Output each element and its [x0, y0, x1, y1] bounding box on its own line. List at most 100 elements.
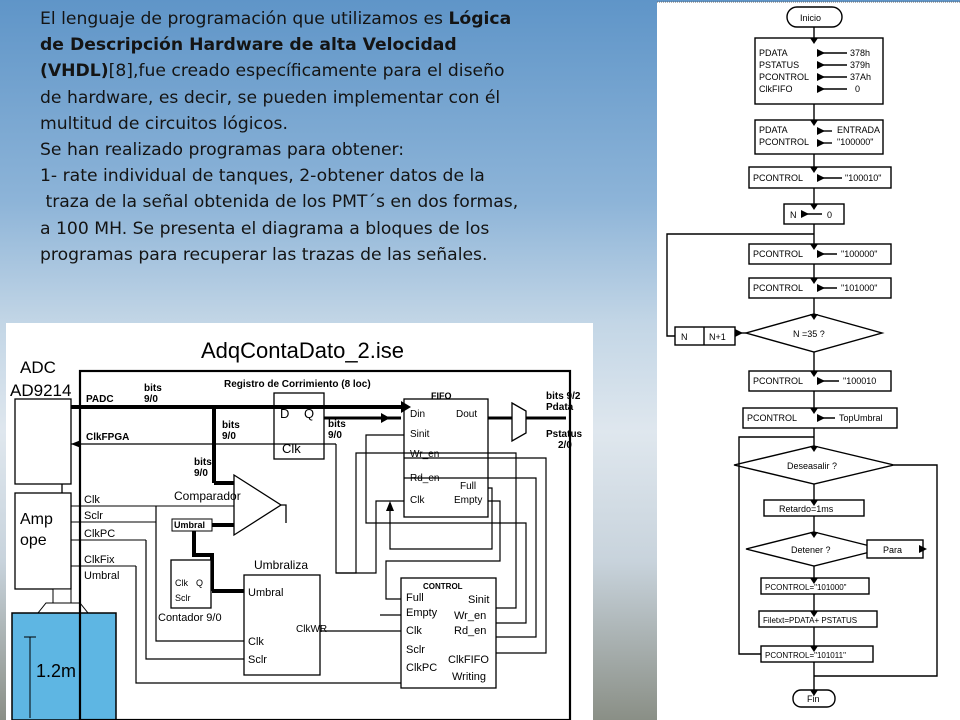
counter-block	[170, 559, 212, 609]
svg-text:Clk: Clk	[410, 495, 425, 506]
svg-text:N: N	[790, 210, 797, 220]
paragraph-line-6: Se han realizado programas para obtener:	[40, 140, 405, 161]
svg-text:Clk: Clk	[406, 625, 422, 637]
fpga-border	[78, 369, 572, 720]
svg-text:bits: bits	[222, 420, 240, 431]
svg-text:379h: 379h	[850, 60, 870, 70]
pcontrol-topumbral-block	[742, 407, 898, 429]
svg-text:9/0: 9/0	[222, 431, 236, 442]
svg-text:Rd_en: Rd_en	[454, 625, 486, 637]
paragraph-line-5: multitud de circuitos lógicos.	[40, 113, 288, 134]
svg-text:Clk: Clk	[282, 441, 301, 456]
registro-label: Registro de Corrimiento (8 loc)	[224, 379, 371, 390]
svg-text:Umbral: Umbral	[174, 520, 205, 530]
svg-text:TopUmbral: TopUmbral	[839, 413, 883, 423]
svg-text:PCONTROL: PCONTROL	[753, 283, 803, 293]
svg-text:PDATA: PDATA	[759, 48, 788, 58]
amp-label-2: ope	[20, 532, 47, 549]
umbraliza-label: Umbraliza	[254, 558, 308, 572]
svg-text:ClkFix: ClkFix	[84, 554, 115, 566]
amp-label: Amp	[20, 511, 53, 528]
pcontrol-100000-block	[748, 243, 892, 265]
padc-label: PADC	[86, 394, 114, 405]
svg-text:PCONTROL: PCONTROL	[753, 249, 803, 259]
svg-text:D: D	[280, 406, 289, 421]
svg-text:Sinit: Sinit	[410, 429, 430, 440]
svg-text:Umbral: Umbral	[84, 570, 119, 582]
svg-text:Empty: Empty	[406, 607, 438, 619]
svg-text:Umbral: Umbral	[248, 587, 283, 599]
svg-text:PCONTROL="101011": PCONTROL="101011"	[765, 651, 846, 660]
pcontrol-101000-block	[748, 277, 892, 299]
svg-text:ClkFIFO: ClkFIFO	[448, 654, 489, 666]
svg-text:"100000": "100000"	[841, 249, 877, 259]
svg-text:"100010": "100010"	[845, 173, 881, 183]
svg-text:PCONTROL="101000": PCONTROL="101000"	[765, 583, 847, 592]
svg-text:Clk: Clk	[248, 636, 264, 648]
description-text: El lenguaje de programación que utilizam…	[40, 6, 640, 268]
svg-text:"100010: "100010	[843, 376, 876, 386]
exit-condition-label: Deseasalir ?	[787, 461, 837, 471]
paragraph-line-9: a 100 MH. Se presenta el diagrama a bloq…	[40, 218, 490, 239]
svg-text:bits: bits	[194, 457, 212, 468]
svg-text:N: N	[681, 332, 688, 342]
svg-text:ClkFIFO: ClkFIFO	[759, 84, 793, 94]
d-flipflop	[273, 392, 325, 460]
svg-text:ENTRADA: ENTRADA	[837, 125, 880, 135]
comparador-label: Comparador	[174, 489, 241, 503]
svg-text:Dout: Dout	[456, 409, 477, 420]
svg-text:PCONTROL: PCONTROL	[759, 72, 809, 82]
svg-text:Wr_en: Wr_en	[454, 610, 486, 622]
svg-text:Sclr: Sclr	[175, 593, 191, 603]
end-label: Fin	[807, 694, 820, 704]
clkfpga-label: ClkFPGA	[86, 432, 129, 443]
svg-text:Writing: Writing	[452, 671, 486, 683]
adc-model-label: AD9214	[10, 381, 71, 400]
pcontrol-100010-block	[748, 166, 892, 189]
paragraph-line-3: (VHDL)[8],fue creado específicamente par…	[40, 61, 505, 82]
init-block	[754, 37, 884, 105]
svg-text:378h: 378h	[850, 48, 870, 58]
svg-text:Din: Din	[410, 409, 425, 420]
svg-text:0: 0	[855, 84, 860, 94]
svg-text:Wr_en: Wr_en	[410, 449, 439, 460]
paragraph-line-2: de Descripción Hardware de alta Velocida…	[40, 35, 457, 56]
svg-text:bits: bits	[144, 383, 162, 394]
svg-text:PCONTROL: PCONTROL	[753, 173, 803, 183]
entrada-block	[754, 119, 884, 155]
adc-label: ADC	[20, 358, 56, 377]
svg-text:0: 0	[827, 210, 832, 220]
svg-text:PSTATUS: PSTATUS	[759, 60, 799, 70]
svg-text:ClkWR: ClkWR	[296, 624, 327, 635]
schematic-diagram: ADC AD9214 Amp ope 1.2m AdqContaDato_2.i…	[6, 323, 593, 720]
svg-text:bits 9/2: bits 9/2	[546, 391, 581, 402]
start-label: Inicio	[800, 13, 821, 23]
svg-text:Sclr: Sclr	[84, 510, 103, 522]
svg-text:PCONTROL: PCONTROL	[759, 137, 809, 147]
fifo-label: FIFO	[431, 391, 452, 401]
svg-text:N+1: N+1	[709, 332, 726, 342]
svg-text:Sclr: Sclr	[248, 654, 267, 666]
svg-text:Para: Para	[883, 545, 902, 555]
svg-text:Q: Q	[196, 578, 203, 588]
n-condition-label: N =35 ?	[793, 329, 825, 339]
svg-text:Full: Full	[406, 592, 424, 604]
svg-text:PCONTROL: PCONTROL	[753, 376, 803, 386]
svg-text:2/0: 2/0	[558, 440, 572, 451]
svg-text:9/0: 9/0	[144, 394, 158, 405]
svg-text:9/0: 9/0	[194, 468, 208, 479]
svg-text:Retardo=1ms: Retardo=1ms	[779, 504, 834, 514]
pcontrol-100010b-block	[748, 370, 892, 392]
amp-block	[14, 492, 72, 590]
svg-text:Full: Full	[460, 481, 476, 492]
water-tank	[11, 612, 117, 720]
paragraph-line-10: programas para recuperar las trazas de l…	[40, 244, 488, 265]
stop-condition-label: Detener ?	[791, 545, 831, 555]
svg-text:PCONTROL: PCONTROL	[747, 413, 797, 423]
svg-text:9/0: 9/0	[328, 430, 342, 441]
svg-text:ClkPC: ClkPC	[84, 528, 115, 540]
contador-label: Contador 9/0	[158, 612, 222, 624]
svg-text:Sinit: Sinit	[468, 594, 489, 606]
tank-level-label: 1.2m	[36, 661, 76, 681]
svg-text:"101000": "101000"	[841, 283, 877, 293]
